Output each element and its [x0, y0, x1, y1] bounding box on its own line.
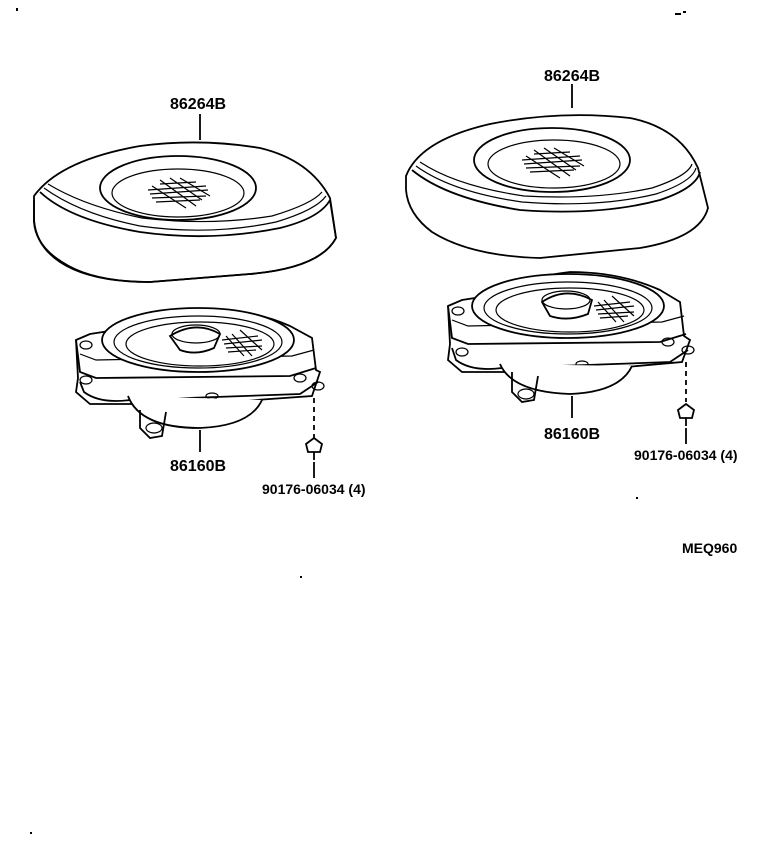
left-screw	[304, 398, 324, 460]
right-cover-part-number: 86264B	[544, 68, 600, 85]
right-speaker-cover	[405, 114, 709, 259]
right-speaker	[447, 271, 695, 403]
figure-code: MEQ960	[682, 540, 737, 556]
right-screw-part-number: 90176-06034 (4)	[634, 447, 738, 463]
left-speaker	[75, 307, 325, 439]
left-speaker-grille-icon	[221, 329, 263, 357]
left-screw-part-number: 90176-06034 (4)	[262, 481, 366, 497]
right-screw	[676, 362, 696, 426]
right-speaker-grille-icon	[593, 295, 635, 323]
left-speaker-cover	[33, 141, 337, 283]
left-assembly: 86264B 86160B 90176-06034 (4)	[33, 96, 366, 497]
right-speaker-part-number: 86160B	[544, 426, 600, 443]
scan-specks	[16, 8, 686, 834]
right-assembly: 86264B 86160B 90176-06034 (4)	[405, 68, 738, 463]
right-cover-grille-icon	[521, 147, 585, 179]
left-cover-grille-icon	[147, 177, 211, 209]
left-cover-part-number: 86264B	[170, 96, 226, 113]
left-speaker-part-number: 86160B	[170, 458, 226, 475]
